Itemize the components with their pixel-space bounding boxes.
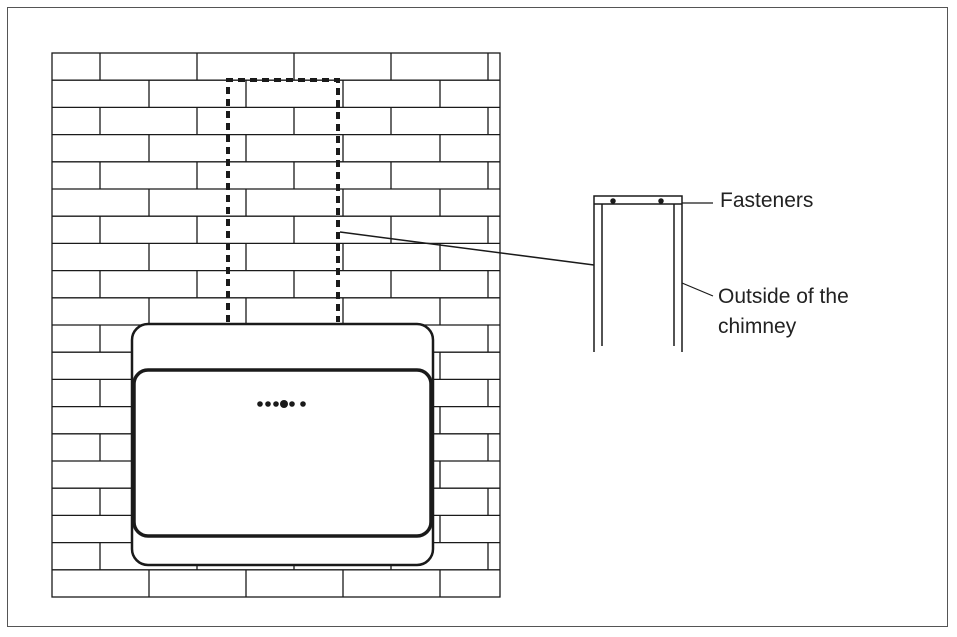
chimney-dotted-outline <box>226 78 340 322</box>
fastener-right <box>658 198 664 204</box>
hood-front-panel <box>132 368 433 538</box>
cooker-hood-icon <box>130 322 435 567</box>
fasteners-label: Fasteners <box>720 189 814 212</box>
chimney-bracket-icon <box>593 195 683 352</box>
outside-label-line-2: chimney <box>718 315 797 338</box>
outside-of-chimney-label: Outside of the chimney <box>718 282 849 342</box>
hood-control-buttons <box>257 400 306 408</box>
outside-callout <box>681 282 714 297</box>
fastener-left <box>610 198 616 204</box>
bracket-outer <box>593 195 683 352</box>
outside-label-line-1: Outside of the <box>718 285 849 308</box>
leader-line <box>339 231 595 266</box>
